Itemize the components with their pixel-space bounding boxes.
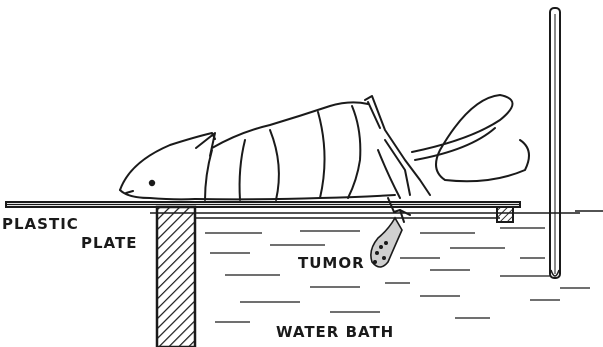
plastic-plate (6, 202, 520, 207)
label-plastic: PLASTIC (2, 217, 79, 232)
left-support-post (157, 207, 195, 347)
tumor-shape (371, 218, 402, 267)
thermometer (550, 8, 560, 278)
label-plate: PLATE (81, 236, 137, 251)
label-tumor: TUMOR (298, 256, 365, 271)
right-support-block (497, 207, 513, 222)
label-water-bath: WATER BATH (276, 325, 394, 340)
water-surface (150, 211, 603, 218)
